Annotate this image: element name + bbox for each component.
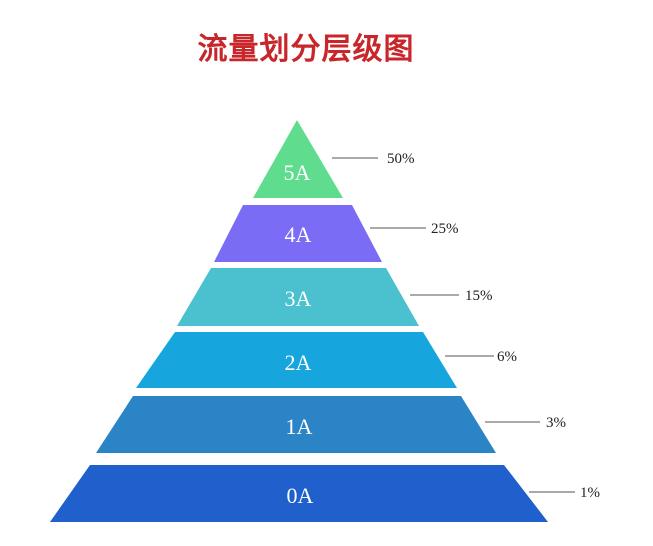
layer-label: 2A bbox=[285, 350, 312, 375]
pyramid-layer-0a: 0A 1% bbox=[50, 465, 600, 522]
layer-shape bbox=[50, 465, 548, 522]
layer-shape bbox=[214, 205, 382, 262]
layer-shape bbox=[177, 268, 419, 326]
layer-shape bbox=[136, 332, 457, 388]
layer-percent: 50% bbox=[387, 151, 415, 167]
layer-label: 1A bbox=[286, 414, 313, 439]
layer-label: 0A bbox=[287, 483, 314, 508]
pyramid-layer-5a: 5A 50% bbox=[253, 120, 415, 198]
layer-label: 3A bbox=[285, 286, 312, 311]
layer-shape bbox=[253, 120, 343, 198]
pyramid-layer-2a: 2A 6% bbox=[136, 332, 517, 388]
layer-percent: 3% bbox=[546, 415, 566, 431]
layer-label: 5A bbox=[284, 160, 311, 185]
pyramid-layer-1a: 1A 3% bbox=[96, 396, 566, 453]
layer-percent: 1% bbox=[580, 485, 600, 501]
layer-percent: 15% bbox=[465, 288, 493, 304]
diagram-title: 流量划分层级图 bbox=[197, 32, 415, 67]
pyramid-layer-4a: 4A 25% bbox=[214, 205, 459, 262]
layer-percent: 6% bbox=[497, 349, 517, 365]
layer-shape bbox=[96, 396, 496, 453]
layer-percent: 25% bbox=[431, 221, 459, 237]
layer-label: 4A bbox=[285, 222, 312, 247]
pyramid-layer-3a: 3A 15% bbox=[177, 268, 493, 326]
